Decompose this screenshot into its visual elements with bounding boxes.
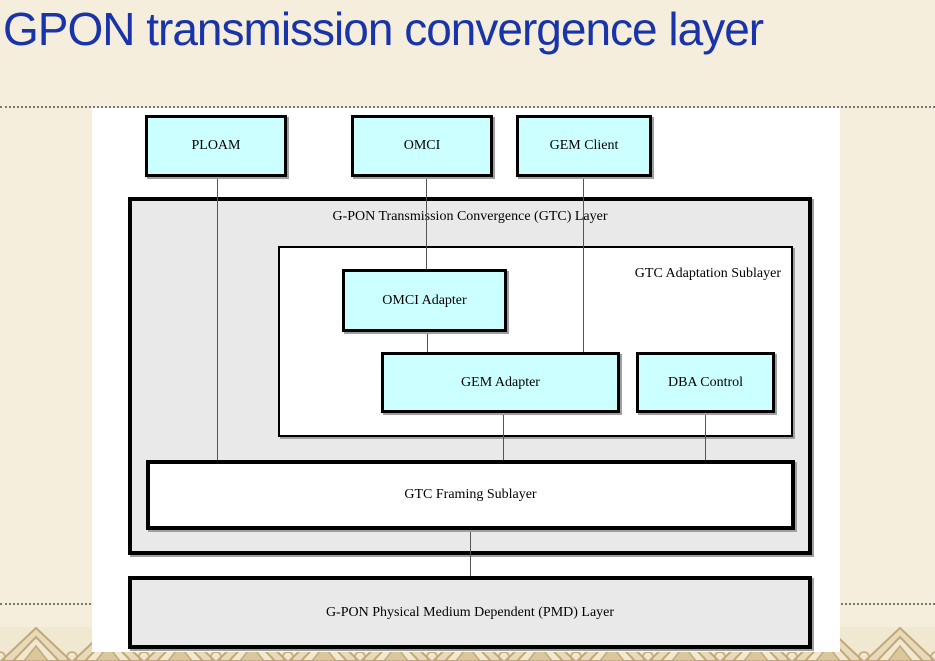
diagram-panel: G-PON Transmission Convergence (GTC) Lay… xyxy=(92,108,840,652)
connector-omci-to-omci-adapter xyxy=(426,177,427,269)
gem-client-box: GEM Client xyxy=(516,115,652,177)
dba-control-label: DBA Control xyxy=(667,374,744,390)
slide-title: GPON transmission convergence layer xyxy=(3,3,764,55)
gtc-framing-sublayer-label: GTC Framing Sublayer xyxy=(404,487,537,502)
ploam-label: PLOAM xyxy=(191,138,241,153)
connector-gem-adapter-to-framing xyxy=(503,413,504,460)
connector-dba-control-to-framing xyxy=(705,413,706,460)
gtc-framing-sublayer-box: GTC Framing Sublayer xyxy=(146,460,795,530)
pmd-layer-box: G-PON Physical Medium Dependent (PMD) La… xyxy=(128,576,812,649)
omci-adapter-box: OMCI Adapter xyxy=(342,269,507,332)
connector-gem-client-to-gem-adapter xyxy=(583,177,584,352)
pmd-layer-label: G-PON Physical Medium Dependent (PMD) La… xyxy=(325,604,615,620)
ploam-box: PLOAM xyxy=(145,115,287,177)
gem-client-label: GEM Client xyxy=(549,138,619,153)
gtc-adaptation-sublayer-label: GTC Adaptation Sublayer xyxy=(634,266,781,281)
gem-adapter-box: GEM Adapter xyxy=(381,352,620,413)
dba-control-box: DBA Control xyxy=(636,352,775,413)
top-dotted-divider xyxy=(0,106,935,108)
connector-omci-adapter-to-gem-adapter xyxy=(427,332,428,352)
gtc-layer-label: G-PON Transmission Convergence (GTC) Lay… xyxy=(332,209,608,224)
connector-ploam-to-framing xyxy=(217,177,218,460)
omci-label: OMCI xyxy=(403,138,441,153)
omci-adapter-label: OMCI Adapter xyxy=(382,292,467,308)
gem-adapter-label: GEM Adapter xyxy=(461,374,540,390)
connector-framing-to-pmd xyxy=(470,530,471,576)
omci-box: OMCI xyxy=(351,115,493,177)
